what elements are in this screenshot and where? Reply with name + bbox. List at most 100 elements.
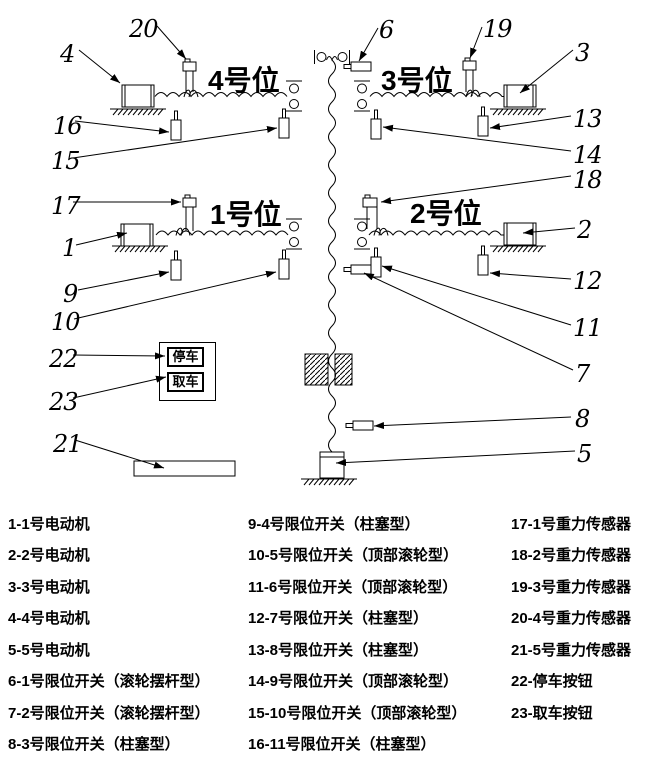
leader-7 [364, 273, 573, 370]
callout-11: 11 [573, 314, 603, 342]
leader-16 [75, 121, 169, 135]
legend-item: 22-停车按钮 [511, 673, 593, 690]
leader-20 [157, 26, 186, 59]
bay-4-title: 4号位 [208, 65, 280, 96]
legend-item: 8-3号限位开关（柱塞型） [8, 736, 180, 753]
legend-item: 11-6号限位开关（顶部滚轮型） [248, 579, 458, 596]
leader-2 [523, 228, 575, 236]
gravity-sensor-19 [463, 58, 480, 97]
legend-item: 4-4号电动机 [8, 610, 90, 627]
legend-item: 18-2号重力传感器 [511, 547, 632, 564]
motor-4 [121, 84, 155, 108]
callout-6: 6 [379, 16, 394, 44]
roller-switch-7 [343, 264, 372, 275]
callout-16: 16 [53, 112, 83, 140]
legend-item: 13-8号限位开关（柱塞型） [248, 642, 429, 659]
callout-23: 23 [49, 388, 79, 416]
ground-motor-1 [111, 245, 169, 253]
plunger-switch-15 [278, 108, 290, 139]
callout-18: 18 [573, 166, 603, 194]
leader-13 [490, 116, 571, 130]
leader-18 [381, 176, 571, 205]
callout-15: 15 [51, 147, 81, 175]
callout-22: 22 [49, 345, 79, 373]
gravity-sensor-18 [363, 195, 388, 236]
legend-item: 17-1号重力传感器 [511, 516, 632, 533]
legend-item: 7-2号限位开关（滚轮摆杆型） [8, 705, 210, 722]
legend-item: 16-11号限位开关（柱塞型） [248, 736, 436, 753]
plunger-switch-10 [278, 249, 290, 280]
callout-9: 9 [63, 280, 78, 308]
callout-20: 20 [129, 15, 159, 43]
pulley-set-bay3 [353, 80, 371, 112]
plunger-switch-14 [370, 109, 382, 140]
legend-item: 21-5号重力传感器 [511, 642, 632, 659]
leader-6 [359, 28, 378, 61]
leader-23 [73, 375, 166, 398]
callout-3: 3 [575, 39, 590, 67]
roller-switch-6 [343, 61, 372, 72]
plunger-switch-11 [370, 247, 382, 278]
callout-leader-lines [73, 26, 575, 468]
park-button: 停车 [167, 347, 204, 367]
callout-13: 13 [573, 105, 603, 133]
plunger-switch-12 [477, 245, 489, 276]
ground-motor-4 [109, 108, 167, 116]
leader-8 [374, 417, 571, 430]
pulley-set-bay2 [353, 218, 371, 250]
callout-2: 2 [577, 216, 592, 244]
motor-3 [503, 84, 537, 108]
retrieve-button: 取车 [167, 372, 204, 392]
roller-switch-8 [345, 420, 374, 431]
lift-ropes [155, 93, 504, 236]
button-panel [159, 342, 216, 401]
leader-19 [470, 27, 482, 58]
pulley-set-bay4 [285, 80, 303, 112]
leader-4 [79, 50, 120, 83]
legend-item: 10-5号限位开关（顶部滚轮型） [248, 547, 459, 564]
plunger-switch-13 [477, 106, 489, 137]
legend-item: 15-10号限位开关（顶部滚轮型） [248, 705, 467, 722]
bay-3-title: 3号位 [381, 65, 453, 96]
callout-12: 12 [573, 267, 603, 295]
callout-5: 5 [577, 440, 592, 468]
callout-4: 4 [60, 40, 75, 68]
bay-1-title: 1号位 [210, 199, 282, 230]
leader-22 [73, 352, 165, 360]
callout-14: 14 [573, 141, 603, 169]
top-pulley-assembly [315, 50, 350, 64]
plunger-switch-16 [170, 110, 182, 141]
legend-item: 19-3号重力传感器 [511, 579, 632, 596]
schematic-line-art [0, 0, 653, 486]
leader-21 [75, 440, 164, 468]
legend-item: 9-4号限位开关（柱塞型） [248, 516, 420, 533]
legend-item: 3-3号电动机 [8, 579, 90, 596]
ground-motor-5 [300, 478, 358, 486]
legend-item: 14-9号限位开关（顶部滚轮型） [248, 673, 459, 690]
legend-item: 20-4号重力传感器 [511, 610, 632, 627]
callout-7: 7 [575, 360, 590, 388]
leader-14 [383, 124, 571, 151]
legend-item: 12-7号限位开关（柱塞型） [248, 610, 429, 627]
plunger-switch-9 [170, 250, 182, 281]
bay-2-title: 2号位 [410, 198, 482, 229]
legend-item: 5-5号电动机 [8, 642, 90, 659]
callout-21: 21 [53, 430, 83, 458]
callout-8: 8 [575, 405, 590, 433]
callout-1: 1 [62, 234, 77, 262]
motor-1 [120, 223, 154, 247]
ground-motor-3 [489, 108, 547, 116]
hoist-chain [329, 60, 336, 452]
gravity-sensor-17 [176, 195, 196, 236]
legend-item: 2-2号电动机 [8, 547, 90, 564]
callout-10: 10 [51, 308, 81, 336]
gravity-sensor-20 [183, 59, 198, 97]
motor-5 [320, 452, 344, 478]
legend-item: 1-1号电动机 [8, 516, 90, 533]
pulley-set-bay1 [285, 218, 303, 250]
leader-5 [336, 451, 575, 466]
leader-1 [76, 231, 127, 245]
ground-motor-2 [489, 245, 547, 253]
leader-10 [74, 270, 276, 319]
